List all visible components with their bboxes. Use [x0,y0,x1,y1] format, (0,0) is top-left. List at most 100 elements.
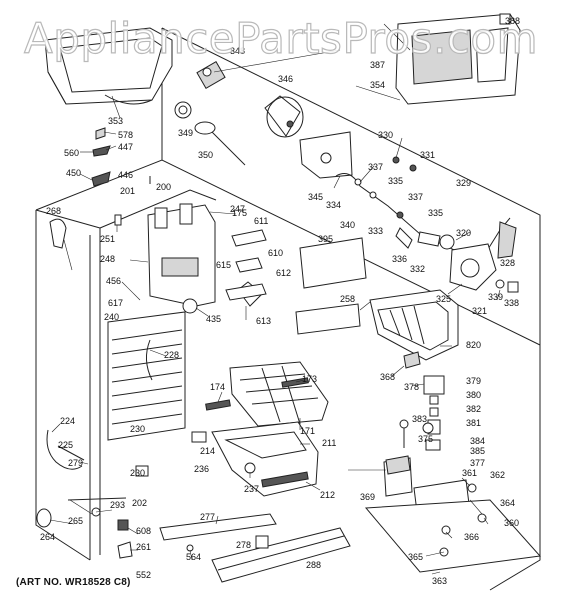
evaporator-housing [147,203,263,314]
small-hardware-left [49,127,122,249]
callout-578: 578 [118,130,133,140]
callout-379: 379 [466,376,481,386]
callout-613: 613 [256,316,271,326]
callout-321: 321 [472,306,487,316]
callout-381: 381 [466,418,481,428]
callout-202: 202 [132,498,147,508]
callout-337-b: 337 [408,192,423,202]
callout-325: 325 [436,294,451,304]
callout-338: 338 [504,298,519,308]
callout-378: 378 [404,382,419,392]
callout-258: 258 [340,294,355,304]
callout-339: 339 [488,292,503,302]
compressor-base [364,455,542,573]
callout-360: 360 [504,518,519,528]
callout-363: 363 [432,576,447,586]
callout-175: 175 [232,208,247,218]
callout-552: 552 [136,570,151,580]
callout-456: 456 [106,276,121,286]
callout-174: 174 [210,382,225,392]
callout-820: 820 [466,340,481,350]
evaporator-coil [107,311,186,441]
callout-345: 345 [308,192,323,202]
callout-labels: 388 387 354 348 346 353 578 447 349 350 … [40,16,520,586]
callout-173: 173 [302,374,317,384]
dispenser-linkage [335,156,517,263]
callout-201: 201 [120,186,135,196]
callout-336: 336 [392,254,407,264]
callout-375: 375 [418,434,433,444]
callout-612: 612 [276,268,291,278]
callout-320: 320 [456,228,471,238]
callout-617: 617 [108,298,123,308]
callout-369: 369 [360,492,375,502]
callout-361: 361 [462,468,477,478]
callout-385: 385 [470,446,485,456]
callout-346: 346 [278,74,293,84]
callout-337-a: 337 [368,162,383,172]
callout-395: 395 [318,234,333,244]
callout-331: 331 [420,150,435,160]
fan-brackets [225,229,267,301]
callout-388: 388 [505,16,520,26]
ice-bucket [44,27,173,105]
callout-212: 212 [320,490,335,500]
callout-364: 364 [500,498,515,508]
callout-329: 329 [456,178,471,188]
callout-384: 384 [470,436,485,446]
ice-bin [211,421,319,497]
callout-236: 236 [194,464,209,474]
callout-251: 251 [100,234,115,244]
callout-615: 615 [216,260,231,270]
callout-248: 248 [100,254,115,264]
ice-maker [369,289,459,369]
callout-330: 330 [378,130,393,140]
callout-608: 608 [136,526,151,536]
callout-382: 382 [466,404,481,414]
callout-293: 293 [110,500,125,510]
callout-225: 225 [58,440,73,450]
callout-377: 377 [470,458,485,468]
callout-279: 279 [68,458,83,468]
callout-228: 228 [164,350,179,360]
callout-387: 387 [370,60,385,70]
leader-lines [49,23,501,575]
callout-350: 350 [198,150,213,160]
motor-assembly-325 [449,243,519,293]
lower-left-parts [36,429,351,583]
callout-268: 268 [46,206,61,216]
callout-446: 446 [118,170,133,180]
callout-332: 332 [410,264,425,274]
freezer-basket [205,361,329,427]
cabinet-frame [35,27,541,591]
callout-353: 353 [108,116,123,126]
callout-230-a: 230 [130,424,145,434]
callout-380: 380 [466,390,481,400]
callout-354: 354 [370,80,385,90]
callout-240: 240 [104,312,119,322]
callout-171: 171 [300,426,315,436]
control-components [399,375,445,451]
art-number-caption: (ART NO. WR18528 C8) [16,577,131,588]
callout-230-b: 230 [130,468,145,478]
callout-435: 435 [206,314,221,324]
callout-265: 265 [68,516,83,526]
callout-349: 349 [178,128,193,138]
callout-264: 264 [40,532,55,542]
callout-247: 247 [230,204,245,214]
callout-365: 365 [408,552,423,562]
callout-611: 611 [254,216,268,226]
callout-200: 200 [156,182,171,192]
callout-328: 328 [500,258,515,268]
callout-211: 211 [322,438,336,448]
callout-368: 368 [380,372,395,382]
dispenser-module [395,13,521,105]
callout-340: 340 [340,220,355,230]
callout-450: 450 [66,168,81,178]
callout-383: 383 [412,414,427,424]
callout-335-b: 335 [428,208,443,218]
callout-335-a: 335 [388,176,403,186]
callout-288: 288 [306,560,321,570]
callout-362: 362 [490,470,505,480]
